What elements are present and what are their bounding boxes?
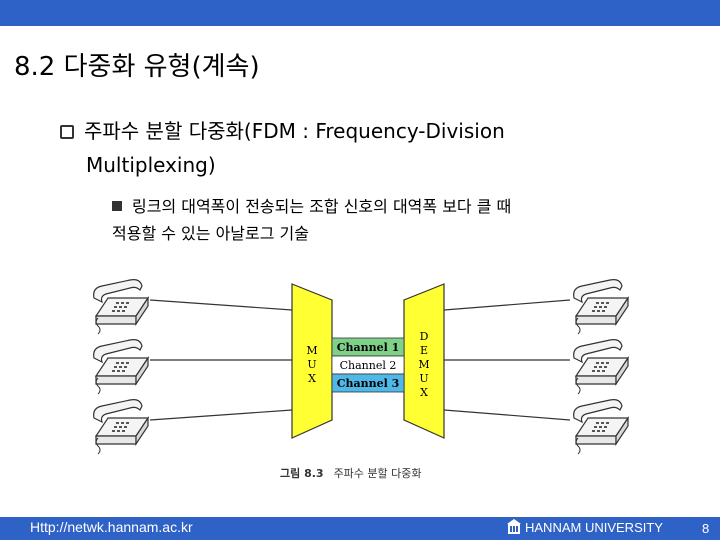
checkbox-bullet-icon: [60, 125, 74, 139]
channel-1-label: Channel 1: [337, 341, 400, 354]
channel-3-label: Channel 3: [337, 377, 400, 390]
figure-number: 그림 8.3: [280, 467, 324, 480]
bullet1-line2: Multiplexing): [86, 153, 216, 177]
slide-title: 8.2 다중화 유형(계속): [14, 52, 260, 82]
mux-letter: M: [306, 344, 317, 357]
demux-letter: E: [420, 344, 428, 357]
square-bullet-icon: [112, 201, 122, 211]
mux-letter: U: [307, 358, 316, 371]
mux-letter: X: [308, 372, 316, 385]
bullet-level1: 주파수 분할 다중화(FDM : Frequency-Division: [60, 114, 700, 148]
channel-2-label: Channel 2: [340, 359, 397, 372]
footer-url[interactable]: Http://netwk.hannam.ac.kr: [30, 519, 193, 535]
page-number: 8: [702, 521, 710, 536]
figure-caption: 그림 8.3 주파수 분할 다중화: [280, 465, 422, 481]
phone-icon: [573, 399, 629, 455]
university-brand: HANNAM UNIVERSITY: [507, 519, 663, 535]
university-name: HANNAM UNIVERSITY: [525, 519, 663, 535]
university-logo-icon: [507, 519, 521, 534]
phone-icon: [93, 339, 149, 395]
top-bar: [0, 0, 720, 26]
demux-block: [403, 283, 445, 439]
demux-letter: D: [420, 330, 429, 343]
phone-icon: [573, 279, 629, 335]
phone-icon: [93, 279, 149, 335]
demux-letter: U: [419, 372, 428, 385]
figure-caption-text: 주파수 분할 다중화: [333, 467, 422, 480]
channel-3-band: [331, 373, 405, 393]
footer-bar: Http://netwk.hannam.ac.kr HANNAM UNIVERS…: [0, 517, 720, 540]
demux-letter: M: [418, 358, 429, 371]
fdm-diagram: Channel 1 Channel 2 Channel 3 M U X D E …: [93, 279, 629, 455]
bullet2-line1: 링크의 대역폭이 전송되는 조합 신호의 대역폭 보다 클 때: [132, 197, 512, 216]
bullet2-line2: 적용할 수 있는 아날로그 기술: [112, 224, 309, 243]
phone-icon: [93, 399, 149, 455]
bullet-level2: 링크의 대역폭이 전송되는 조합 신호의 대역폭 보다 클 때: [112, 190, 672, 224]
mux-block: [291, 283, 333, 439]
phone-icon: [573, 339, 629, 395]
bullet1-line1: 주파수 분할 다중화(FDM : Frequency-Division: [84, 119, 505, 143]
demux-letter: X: [420, 386, 428, 399]
